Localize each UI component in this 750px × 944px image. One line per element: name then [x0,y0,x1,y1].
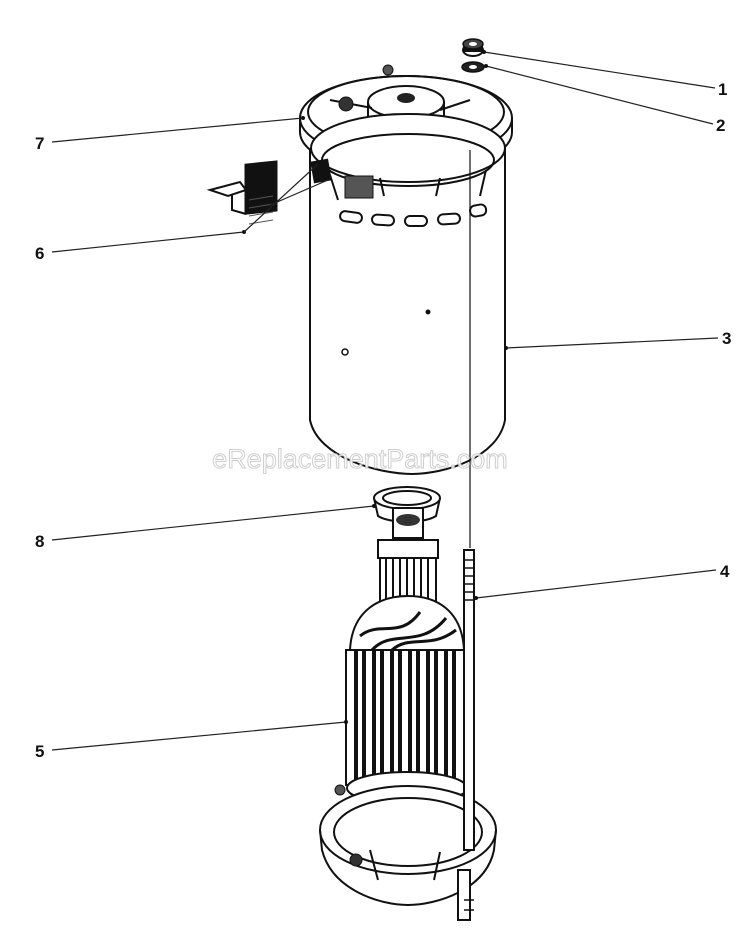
callout-4: 4 [720,562,730,581]
callout-3: 3 [722,329,731,348]
callout-7: 7 [35,134,44,153]
callout-1: 1 [718,80,727,99]
through-bolt-icon[interactable] [463,150,475,911]
callout-6: 6 [35,244,44,263]
callout-2: 2 [716,116,725,135]
callout-8: 8 [35,532,44,551]
nut-icon[interactable] [462,38,484,57]
callout-5: 5 [35,742,44,761]
leader-lines [51,50,719,751]
carbon-brush-icon[interactable] [206,158,332,225]
lock-washer-icon[interactable] [461,61,485,73]
motor-housing-icon[interactable] [309,113,506,476]
watermark: eReplacementParts.com [212,444,508,474]
armature-icon[interactable] [345,507,469,830]
lower-end-bell [319,784,497,921]
